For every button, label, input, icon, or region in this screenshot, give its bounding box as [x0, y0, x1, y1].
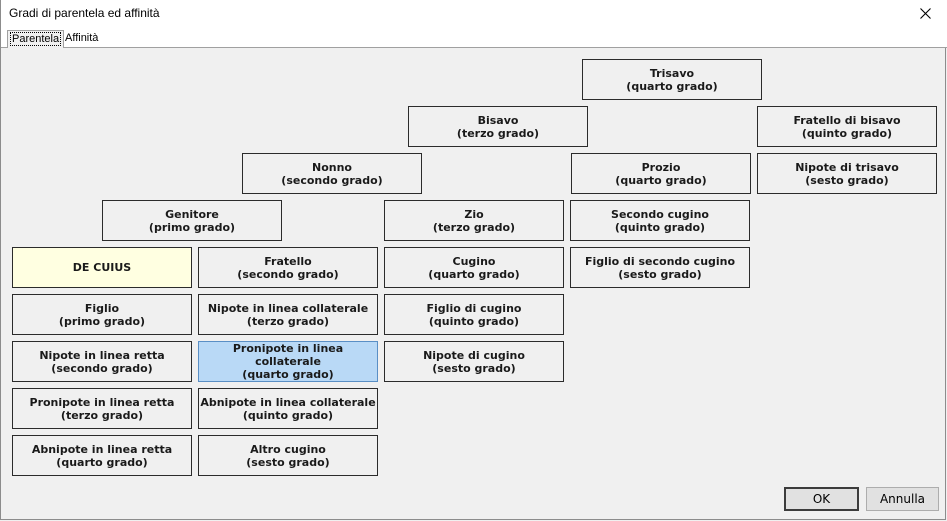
- node-fratello[interactable]: Fratello(secondo grado): [198, 247, 378, 288]
- title-bar: Gradi di parentela ed affinità: [1, 0, 947, 27]
- cancel-button[interactable]: Annulla: [866, 487, 939, 511]
- node-fratello-di-bisavo[interactable]: Fratello di bisavo(quinto grado): [757, 106, 937, 147]
- node-nonno[interactable]: Nonno(secondo grado): [242, 153, 422, 194]
- node-de-cuius[interactable]: DE CUIUS: [12, 247, 192, 288]
- tab-affinita[interactable]: Affinità: [65, 32, 99, 44]
- tab-parentela[interactable]: Parentela: [7, 30, 65, 48]
- node-nipote-di-cugino[interactable]: Nipote di cugino(sesto grado): [384, 341, 564, 382]
- node-pronipote-in-linea-retta[interactable]: Pronipote in linea retta(terzo grado): [12, 388, 192, 429]
- node-genitore[interactable]: Genitore(primo grado): [102, 200, 282, 241]
- tab-bar: Parentela Affinità: [1, 27, 947, 48]
- node-figlio-di-cugino[interactable]: Figlio di cugino(quinto grado): [384, 294, 564, 335]
- node-nipote-in-linea-retta[interactable]: Nipote in linea retta(secondo grado): [12, 341, 192, 382]
- node-cugino[interactable]: Cugino(quarto grado): [384, 247, 564, 288]
- node-nipote-di-trisavo[interactable]: Nipote di trisavo(sesto grado): [757, 153, 937, 194]
- node-figlio[interactable]: Figlio(primo grado): [12, 294, 192, 335]
- node-prozio[interactable]: Prozio(quarto grado): [571, 153, 751, 194]
- node-bisavo[interactable]: Bisavo(terzo grado): [408, 106, 588, 147]
- node-trisavo[interactable]: Trisavo(quarto grado): [582, 59, 762, 100]
- node-secondo-cugino[interactable]: Secondo cugino(quinto grado): [570, 200, 750, 241]
- node-zio[interactable]: Zio(terzo grado): [384, 200, 564, 241]
- ok-button[interactable]: OK: [784, 487, 859, 511]
- node-nipote-in-linea-collaterale[interactable]: Nipote in linea collaterale(terzo grado): [198, 294, 378, 335]
- node-abnipote-in-linea-retta[interactable]: Abnipote in linea retta(quarto grado): [12, 435, 192, 476]
- close-icon: [919, 8, 931, 19]
- window-title: Gradi di parentela ed affinità: [9, 6, 160, 20]
- close-button[interactable]: [902, 0, 947, 27]
- node-figlio-di-secondo-cugino[interactable]: Figlio di secondo cugino(sesto grado): [570, 247, 750, 288]
- node-pronipote-in-linea-collaterale[interactable]: Pronipote in linea collaterale(quarto gr…: [198, 341, 378, 382]
- node-altro-cugino[interactable]: Altro cugino(sesto grado): [198, 435, 378, 476]
- node-abnipote-in-linea-collaterale[interactable]: Abnipote in linea collaterale(quinto gra…: [198, 388, 378, 429]
